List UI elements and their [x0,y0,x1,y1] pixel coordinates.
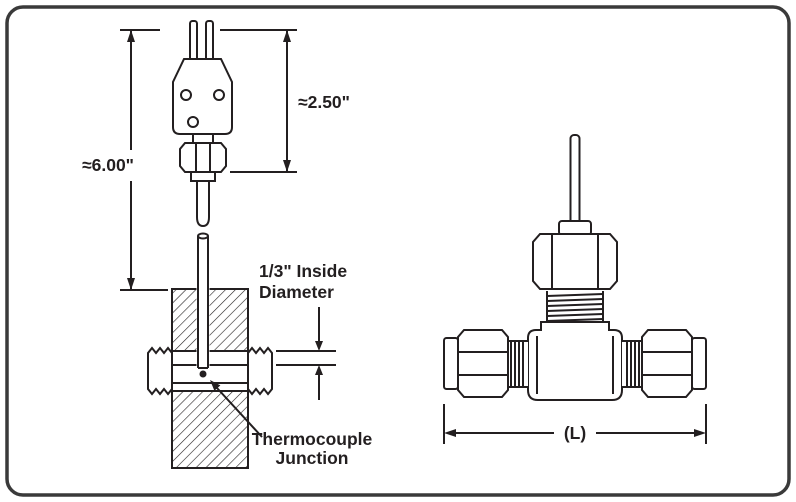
tee-top-threads [546,291,604,322]
tee-top-nut [532,220,618,290]
tee-fitting-assembly [443,134,707,401]
connector-length-label: ≈2.50" [298,92,350,112]
inside-diameter-label-line2: Diameter [259,282,334,302]
probe-hex-nut [179,133,227,182]
dimension-overall-length: ≈6.00" [82,29,168,291]
overall-length-label: ≈6.00" [82,155,134,175]
frame-border [5,5,791,497]
threaded-bushing [147,346,273,396]
probe-assembly [147,20,273,469]
junction-label-line2: Junction [276,448,349,468]
mounting-wall-section [171,288,249,469]
dimension-tee-length: (L) [443,404,707,444]
inside-diameter-label-line1: 1/3" Inside [259,261,347,281]
connector-body [172,58,233,135]
probe-shaft-lower [196,232,210,369]
junction-label-line1: Thermocouple [252,429,373,449]
label-thermocouple-junction: Thermocouple Junction [210,380,373,468]
thermocouple-junction-bead [199,370,207,378]
tee-left-nut [443,329,528,398]
tee-body [527,321,623,401]
probe-shaft-upper [196,180,210,228]
dimension-inside-diameter: 1/3" Inside Diameter [259,261,347,400]
tee-length-label: (L) [564,423,586,443]
connector-pins [189,20,214,62]
tee-probe-wire [569,134,581,228]
tee-right-nut [622,329,707,398]
dimension-connector-length: ≈2.50" [220,29,350,173]
